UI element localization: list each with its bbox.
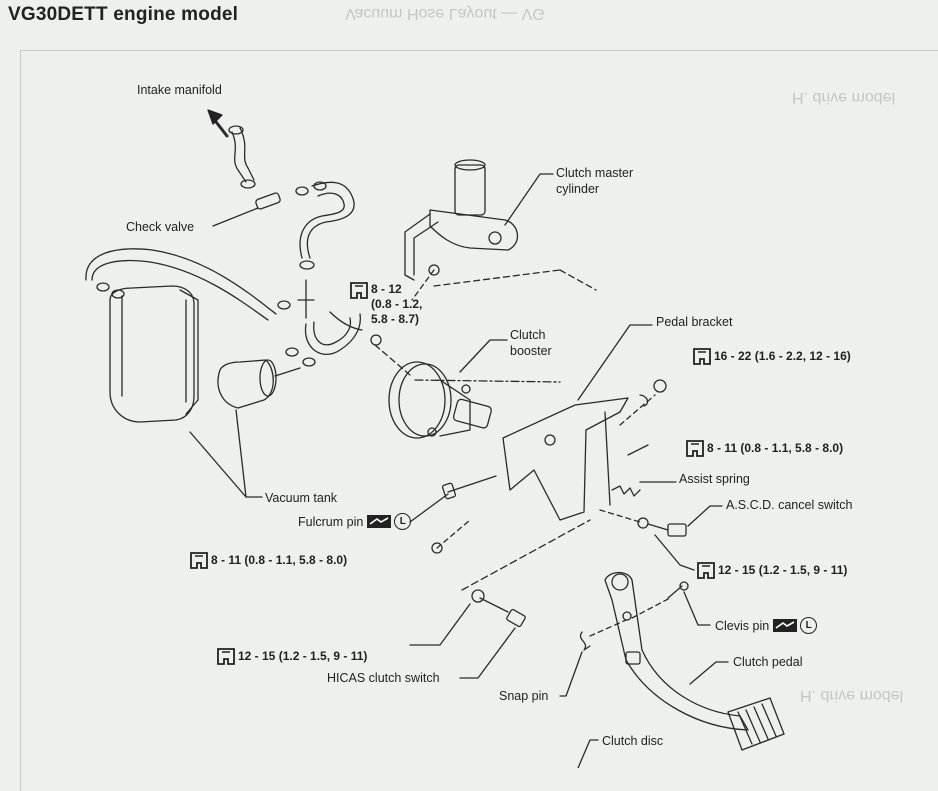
label-text: Fulcrum pin <box>298 514 364 529</box>
hose-clamp <box>277 300 291 310</box>
clutch-pedal-leader <box>689 661 729 685</box>
master-leader <box>504 173 554 226</box>
clutch-disc-leader <box>577 739 599 768</box>
check-valve-leader <box>212 207 259 227</box>
snap-pin-leader <box>559 651 583 697</box>
booster-leader <box>459 339 508 373</box>
intake-hose <box>231 131 247 183</box>
booster-hose <box>329 311 363 331</box>
vacuum-tank <box>109 285 195 423</box>
torque-wrench-icon <box>350 282 368 299</box>
label-intake-manifold: Intake manifold <box>137 83 222 97</box>
label-line: cylinder <box>556 182 600 196</box>
torque-line: 5.8 - 8.7) <box>371 312 420 326</box>
label-vacuum-tank: Vacuum tank <box>265 491 338 505</box>
label-line: booster <box>510 344 552 358</box>
grease-badge: L <box>367 513 412 530</box>
hose-clamp <box>240 179 256 189</box>
label-clevis-pin: Clevis pin L <box>715 617 818 634</box>
label-check-valve: Check valve <box>126 220 195 234</box>
hicas-leader <box>459 627 516 679</box>
booster-hose <box>304 313 362 355</box>
torque-text: 16 - 22 (1.6 - 2.2, 12 - 16) <box>714 349 851 363</box>
hicas-clutch-switch <box>506 608 526 628</box>
label-clutch-disc: Clutch disc <box>602 734 664 748</box>
vacuum-hose <box>306 181 355 259</box>
check-valve <box>255 192 281 210</box>
clutch-pedal <box>604 571 749 731</box>
label-ascd-cancel-switch: A.S.C.D. cancel switch <box>726 498 853 512</box>
intake-hose <box>239 127 255 181</box>
torque-line: 8 - 12 <box>371 282 402 296</box>
hose-clamp <box>96 282 110 292</box>
grease-gun-icon <box>773 619 798 632</box>
torque-wrench-icon <box>217 648 235 665</box>
ascd-leader <box>687 505 723 527</box>
hose-clamp <box>370 334 382 346</box>
label-snap-pin: Snap pin <box>499 689 549 703</box>
hose-clamp <box>228 125 244 135</box>
label-clutch-pedal: Clutch pedal <box>733 655 803 669</box>
vacuum-hose <box>85 248 277 315</box>
assist-spring <box>611 485 641 497</box>
canister <box>217 359 274 409</box>
torque-spec-assist-bolt: 8 - 11 (0.8 - 1.1, 5.8 - 8.0) <box>686 440 843 457</box>
vacuum-hose <box>299 192 345 259</box>
torque-text: 12 - 15 (1.2 - 1.5, 9 - 11) <box>718 563 848 577</box>
label-line: Clutch master <box>556 166 634 180</box>
pedal-bracket <box>502 397 629 521</box>
label-clutch-master-cylinder: Clutch master cylinder <box>556 165 633 197</box>
torque-spec-ascd-nut: 12 - 15 (1.2 - 1.5, 9 - 11) <box>697 562 847 579</box>
hose-clamp <box>295 186 309 196</box>
torque-text: 12 - 15 (1.2 - 1.5, 9 - 11) <box>238 649 368 663</box>
label-pedal-bracket: Pedal bracket <box>656 315 733 329</box>
master-cylinder <box>429 209 519 251</box>
label-text: Clevis pin <box>715 618 770 633</box>
label-clutch-booster: Clutch booster <box>510 327 552 359</box>
tee-connector <box>297 279 315 319</box>
label-fulcrum-pin: Fulcrum pin L <box>298 513 412 530</box>
diagram-frame <box>20 50 938 791</box>
vacuum-tank-side <box>179 289 199 415</box>
fulcrum-pin <box>447 475 497 493</box>
torque-wrench-icon <box>686 440 704 457</box>
pedal-bracket-leader <box>577 324 653 401</box>
grease-gun-icon <box>367 515 392 528</box>
torque-text: 8 - 11 (0.8 - 1.1, 5.8 - 8.0) <box>211 553 348 567</box>
vacuum-tank-leader <box>189 431 263 498</box>
torque-spec-booster-nut: 8 - 12 (0.8 - 1.2, 5.8 - 8.7) <box>350 282 422 327</box>
label-hicas-clutch-switch: HICAS clutch switch <box>327 671 440 685</box>
lubricant-l-icon: L <box>800 617 818 634</box>
lubricant-l-icon: L <box>394 513 412 530</box>
clevis-pin <box>667 585 683 599</box>
clutch-pedal-pad <box>727 697 785 751</box>
hose-clamp <box>285 347 299 357</box>
booster-hose <box>313 317 352 346</box>
intake-arrow-head <box>207 109 223 125</box>
vacuum-hose <box>91 259 269 321</box>
clutch-booster <box>388 361 446 439</box>
grease-badge: L <box>773 617 818 634</box>
snap-pin <box>579 631 591 651</box>
torque-line: (0.8 - 1.2, <box>371 297 423 311</box>
label-assist-spring: Assist spring <box>679 472 750 486</box>
ascd-cancel-switch <box>667 523 687 537</box>
hose-clamp <box>313 181 327 191</box>
master-reservoir <box>454 164 486 216</box>
hose-clamp <box>299 260 315 270</box>
page-title: VG30DETT engine model <box>8 4 239 25</box>
label-line: Clutch <box>510 328 546 342</box>
torque-spec-hicas-nut: 12 - 15 (1.2 - 1.5, 9 - 11) <box>217 648 367 665</box>
torque-wrench-icon <box>190 552 208 569</box>
clutch-diagram <box>85 109 785 768</box>
torque-wrench-icon <box>697 562 715 579</box>
torque-text: 8 - 11 (0.8 - 1.1, 5.8 - 8.0) <box>707 441 844 455</box>
hose-clamp <box>302 357 316 367</box>
torque-spec-fulcrum-nut: 8 - 11 (0.8 - 1.1, 5.8 - 8.0) <box>190 552 347 569</box>
torque-wrench-icon <box>693 348 711 365</box>
torque-spec-pedal-bracket-nut: 16 - 22 (1.6 - 2.2, 12 - 16) <box>693 348 851 365</box>
